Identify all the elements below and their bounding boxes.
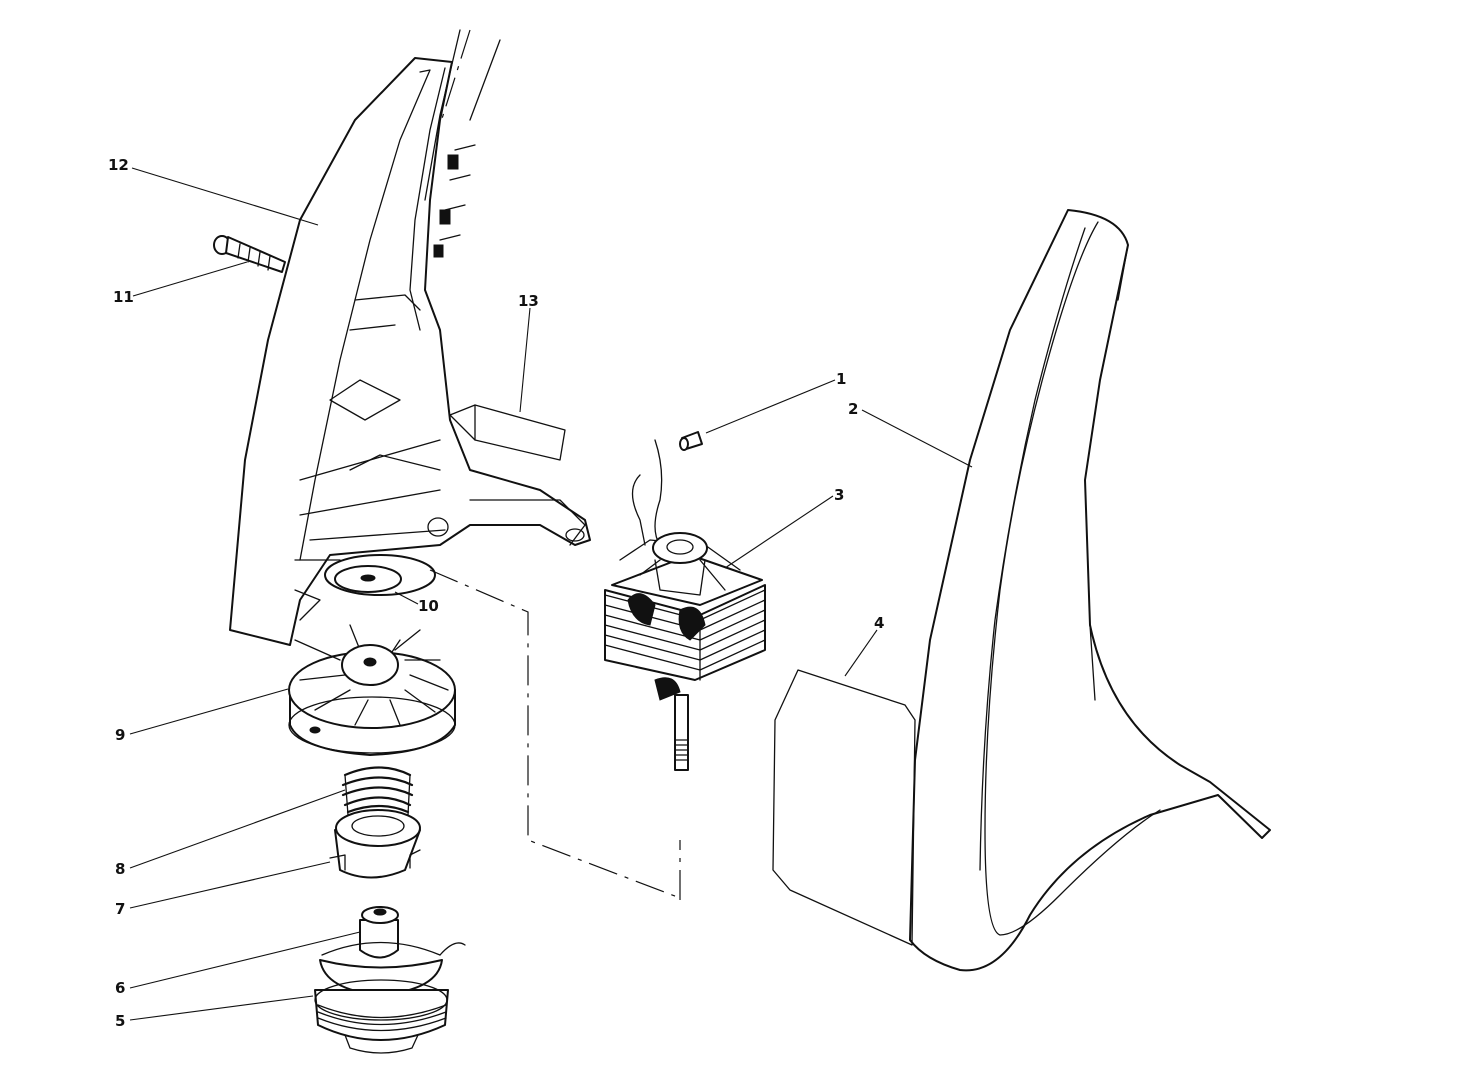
- callout-3: 3: [834, 486, 844, 504]
- assembly-line: [439, 29, 471, 126]
- motor-part-3: [604, 439, 766, 771]
- callout-1: 1: [836, 370, 846, 388]
- decal-part-4: [772, 669, 916, 946]
- label-part-13: [449, 404, 566, 461]
- callout-10: 10: [418, 597, 439, 615]
- callout-2: 2: [848, 400, 858, 418]
- housing-half-part-12: [229, 29, 591, 646]
- washer-part-10: [334, 565, 402, 593]
- spool-housing-part-5: [314, 979, 449, 1054]
- screw-part-1: [679, 431, 703, 451]
- assembly-line: [429, 569, 681, 899]
- spring-part-8: [341, 766, 414, 816]
- screw-part-11: [213, 235, 286, 273]
- callout-7: 7: [115, 900, 125, 918]
- cup-part-7: [329, 809, 421, 879]
- callout-6: 6: [115, 979, 125, 997]
- callout-11: 11: [113, 288, 134, 306]
- callout-12: 12: [108, 156, 129, 174]
- callout-4: 4: [874, 614, 884, 632]
- callout-13: 13: [518, 292, 539, 310]
- spool-part-6: [319, 906, 466, 996]
- fan-part-9: [288, 624, 456, 756]
- housing-half-part-2: [909, 209, 1271, 972]
- callout-labels: 12 11 13 1 2 3 4 10 9 8 7 6 5: [108, 156, 884, 1030]
- callout-5: 5: [115, 1012, 125, 1030]
- callout-8: 8: [115, 860, 125, 878]
- callout-9: 9: [115, 726, 125, 744]
- leader-lines: [129, 167, 973, 1021]
